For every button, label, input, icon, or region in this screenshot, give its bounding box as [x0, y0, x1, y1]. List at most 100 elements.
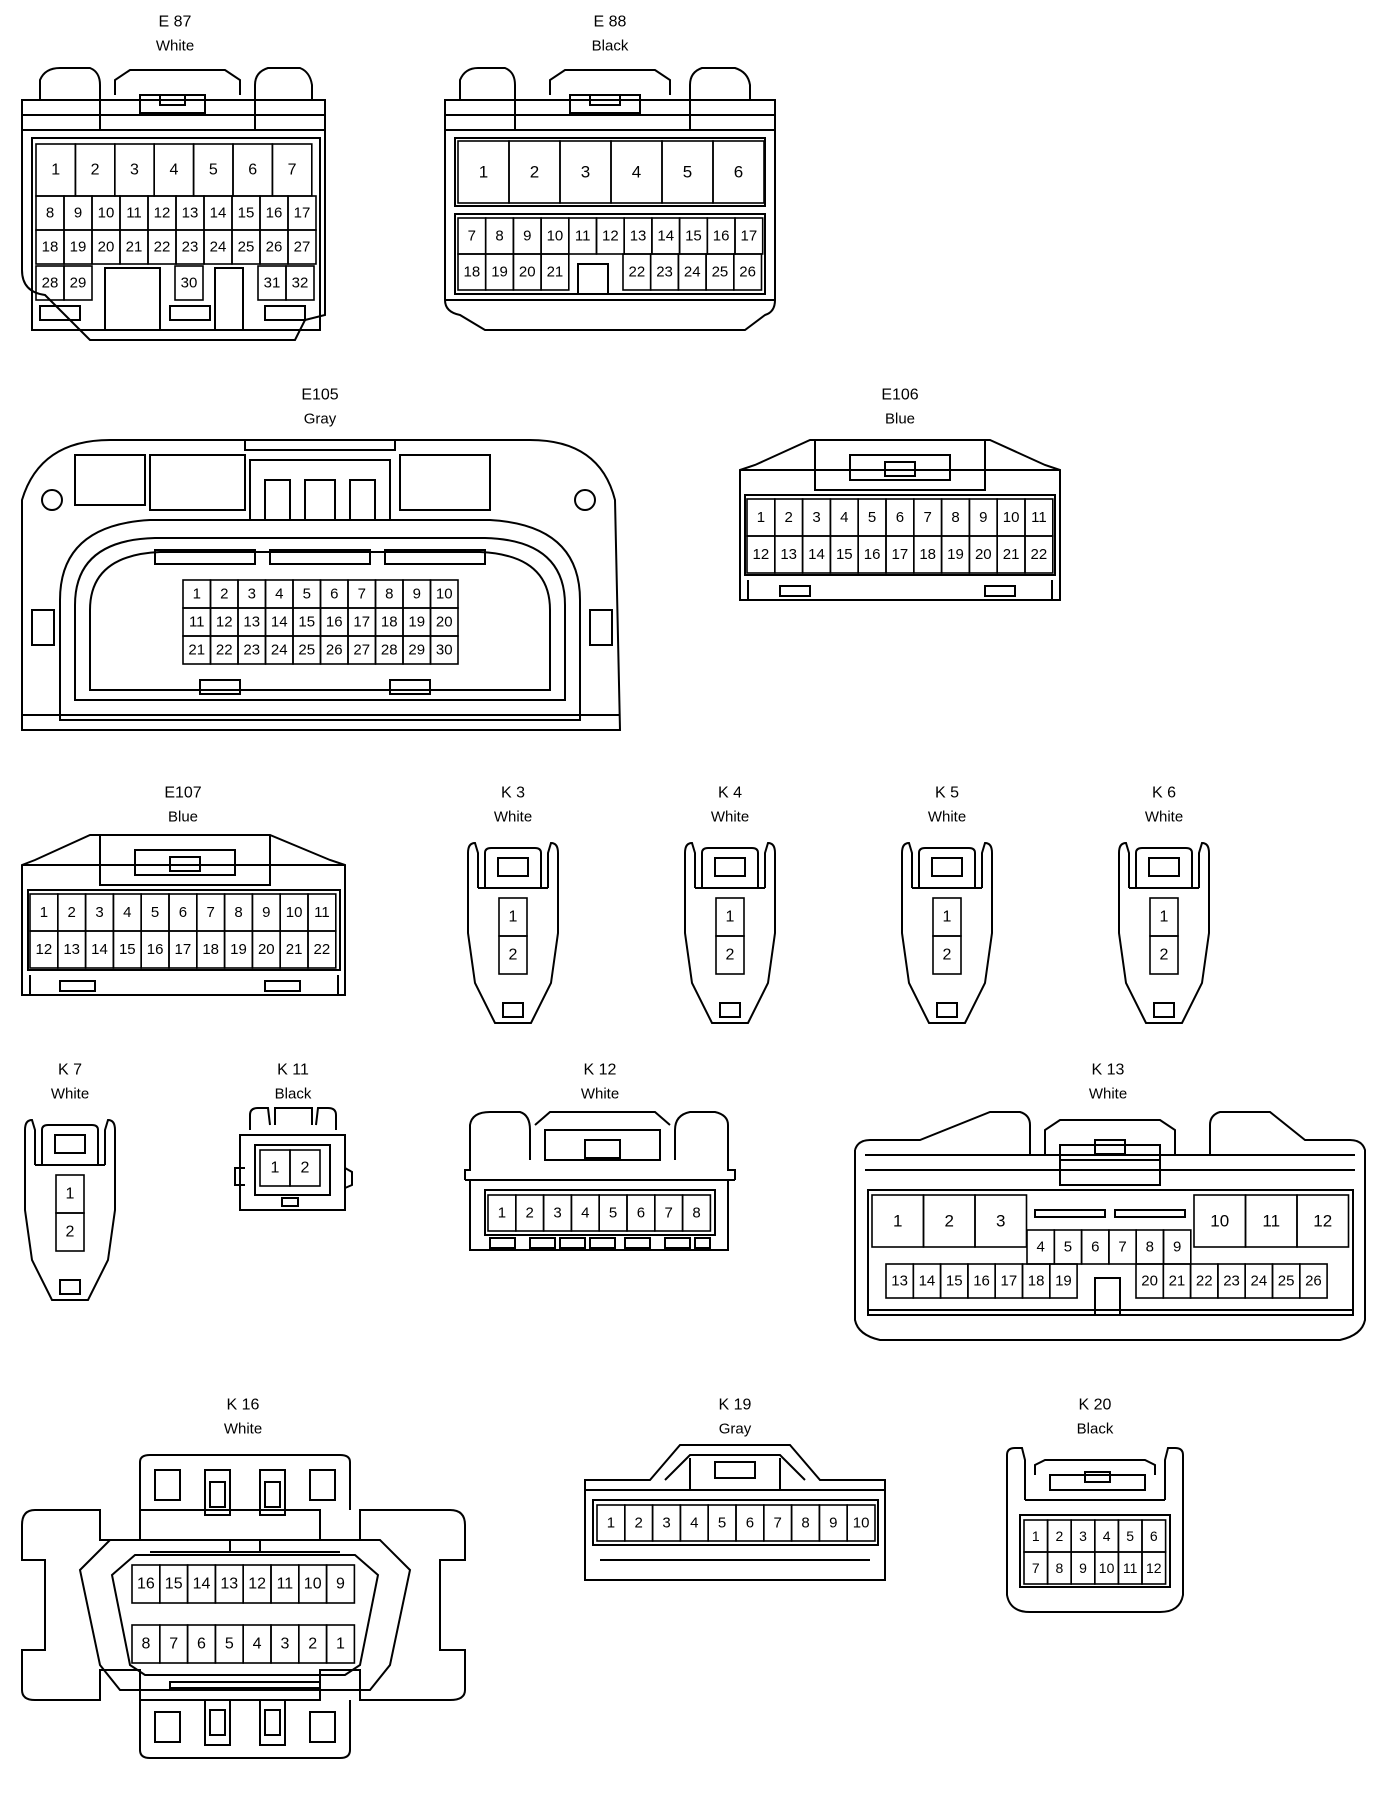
rib — [1114, 1209, 1186, 1218]
pin-number: 15 — [165, 1576, 183, 1593]
pin-number: 2 — [68, 904, 76, 921]
clip-window — [209, 1709, 226, 1736]
pin-number: 6 — [896, 509, 904, 526]
pin-number: 13 — [182, 205, 199, 222]
connector-code-label: K 7 — [58, 1062, 82, 1079]
pin-number: 5 — [868, 509, 876, 526]
pin-number: 16 — [326, 614, 343, 631]
pin-number: 17 — [1001, 1273, 1018, 1290]
connector-color-label: White — [156, 38, 194, 55]
pin-cell — [174, 265, 204, 301]
pin-number: 4 — [253, 1636, 262, 1653]
foot — [389, 679, 431, 695]
latch — [1049, 1474, 1146, 1491]
pin-number: 8 — [951, 509, 959, 526]
connector-color-label: Gray — [719, 1421, 752, 1438]
pin-number: 25 — [238, 239, 255, 256]
pin-field-upper — [454, 137, 766, 207]
pin-number: 2 — [66, 1224, 75, 1241]
pin-number: 11 — [575, 228, 591, 245]
outline — [544, 1129, 661, 1161]
pin-number: 12 — [1146, 1560, 1162, 1576]
pin-number: 9 — [74, 205, 82, 222]
pin-number: 1 — [726, 909, 735, 926]
connector-code-label: K 13 — [1092, 1062, 1125, 1079]
pin-number: 25 — [712, 264, 729, 281]
outline — [344, 1167, 353, 1189]
pin-cell — [307, 930, 337, 969]
outline — [139, 1454, 351, 1510]
connector-code-label: K 11 — [277, 1062, 309, 1079]
connector-code-label: E105 — [301, 387, 338, 404]
outline — [21, 834, 346, 996]
pin-number: 12 — [36, 941, 53, 958]
pin-number: 7 — [207, 904, 215, 921]
pin-number: 5 — [683, 163, 692, 182]
pin-number: 6 — [248, 162, 257, 179]
pin-number: 1 — [757, 509, 765, 526]
pin-number: 6 — [637, 1205, 645, 1222]
pin-number: 2 — [1160, 947, 1169, 964]
pin-number: 9 — [1173, 1239, 1181, 1256]
connector-code-label: E106 — [881, 387, 918, 404]
pin-number: 19 — [70, 239, 87, 256]
pin-number: 20 — [98, 239, 115, 256]
pin-number: 12 — [753, 546, 770, 563]
pin-number: 9 — [979, 509, 987, 526]
foot — [59, 980, 96, 992]
outline — [254, 67, 313, 130]
pin-number: 21 — [1169, 1273, 1186, 1290]
outline — [739, 439, 1061, 601]
outline — [114, 69, 241, 95]
outline — [1118, 841, 1130, 888]
pin-cell — [846, 1504, 876, 1542]
pin-number: 12 — [248, 1576, 266, 1593]
rib — [384, 549, 486, 565]
outline — [484, 847, 542, 889]
pin-number: 8 — [385, 586, 393, 603]
pin-number: 22 — [1196, 1273, 1213, 1290]
clip-window — [209, 1481, 226, 1508]
pin-number: 16 — [973, 1273, 990, 1290]
pin-cell — [1299, 1263, 1328, 1299]
outline — [444, 99, 776, 331]
pin-number: 9 — [523, 228, 531, 245]
foot — [264, 305, 306, 321]
foot — [199, 679, 241, 695]
pin-number: 3 — [553, 1205, 561, 1222]
pin-number: 12 — [216, 614, 233, 631]
pin-number: 22 — [154, 239, 171, 256]
pin-number: 8 — [692, 1205, 700, 1222]
pin-number: 9 — [829, 1515, 837, 1532]
clip-slot — [309, 1711, 336, 1743]
latch-window — [714, 1461, 756, 1479]
connector-code-label: K 6 — [1152, 785, 1176, 802]
connector-color-label: Black — [275, 1086, 312, 1103]
foot — [779, 585, 811, 597]
pin-number: 7 — [1032, 1560, 1040, 1576]
outline — [244, 439, 396, 451]
pin-number: 1 — [479, 163, 488, 182]
pin-number: 3 — [996, 1212, 1005, 1231]
pin-number: 17 — [892, 546, 909, 563]
pin-number: 1 — [509, 909, 518, 926]
latch-frame — [249, 459, 391, 521]
pin-number: 3 — [662, 1515, 670, 1532]
outline — [981, 841, 993, 888]
key — [229, 1539, 261, 1553]
outline — [467, 853, 559, 1024]
outline — [689, 67, 751, 130]
outline — [854, 1111, 1366, 1341]
outline — [684, 841, 696, 888]
pin-number: 15 — [238, 205, 255, 222]
pin-number: 17 — [741, 228, 758, 245]
mount-hole — [574, 489, 596, 511]
pin-number: 12 — [602, 228, 619, 245]
